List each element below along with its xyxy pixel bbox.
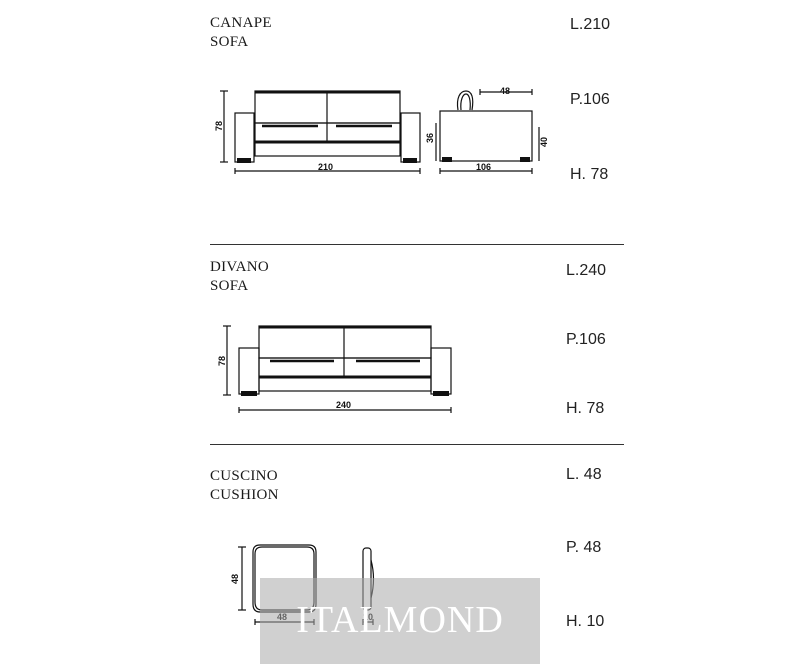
section-2-height: H. 78	[566, 400, 605, 417]
section-2-title-en: SOFA	[210, 278, 249, 294]
side-back-label: 48	[500, 86, 510, 96]
section-2-length: L.240	[566, 262, 607, 279]
section-1-front-drawing: 78 210 48 36 40 106	[214, 86, 549, 174]
section-3-title: CUSCINO CUSHION	[210, 467, 279, 505]
section-2-title-it: DIVANO	[210, 259, 270, 275]
section-1-depth: P.106	[570, 91, 610, 108]
section-3-depth: P. 48	[566, 539, 602, 556]
section-1-title: CANAPE SOFA	[210, 14, 272, 52]
section-2-front-drawing: 78 240	[217, 325, 452, 413]
section-2-title: DIVANO SOFA	[210, 258, 269, 296]
side-arm-label: 40	[539, 137, 549, 147]
front-width-label: 210	[318, 162, 333, 172]
section-3-title-it: CUSCINO	[210, 468, 278, 484]
section-1-title-it: CANAPE	[210, 15, 272, 31]
front-width-label-2: 240	[336, 400, 351, 410]
watermark-text: ITALMOND	[296, 599, 504, 641]
section-divider-1	[210, 244, 624, 245]
side-seat-label: 36	[425, 133, 435, 143]
front-height-label: 78	[214, 121, 224, 131]
section-3-title-en: CUSHION	[210, 487, 279, 503]
section-divider-2	[210, 444, 624, 445]
section-1-length: L.210	[570, 16, 611, 33]
section-2-depth: P.106	[566, 331, 606, 348]
front-height-label-2: 78	[217, 356, 227, 366]
section-3-height: H. 10	[566, 613, 605, 630]
section-3-length: L. 48	[566, 466, 602, 483]
side-depth-label: 106	[476, 162, 491, 172]
section-1-height: H. 78	[570, 166, 609, 183]
section-1-title-en: SOFA	[210, 34, 249, 50]
watermark: ITALMOND	[260, 578, 540, 664]
cushion-side-label: 48	[230, 574, 240, 584]
